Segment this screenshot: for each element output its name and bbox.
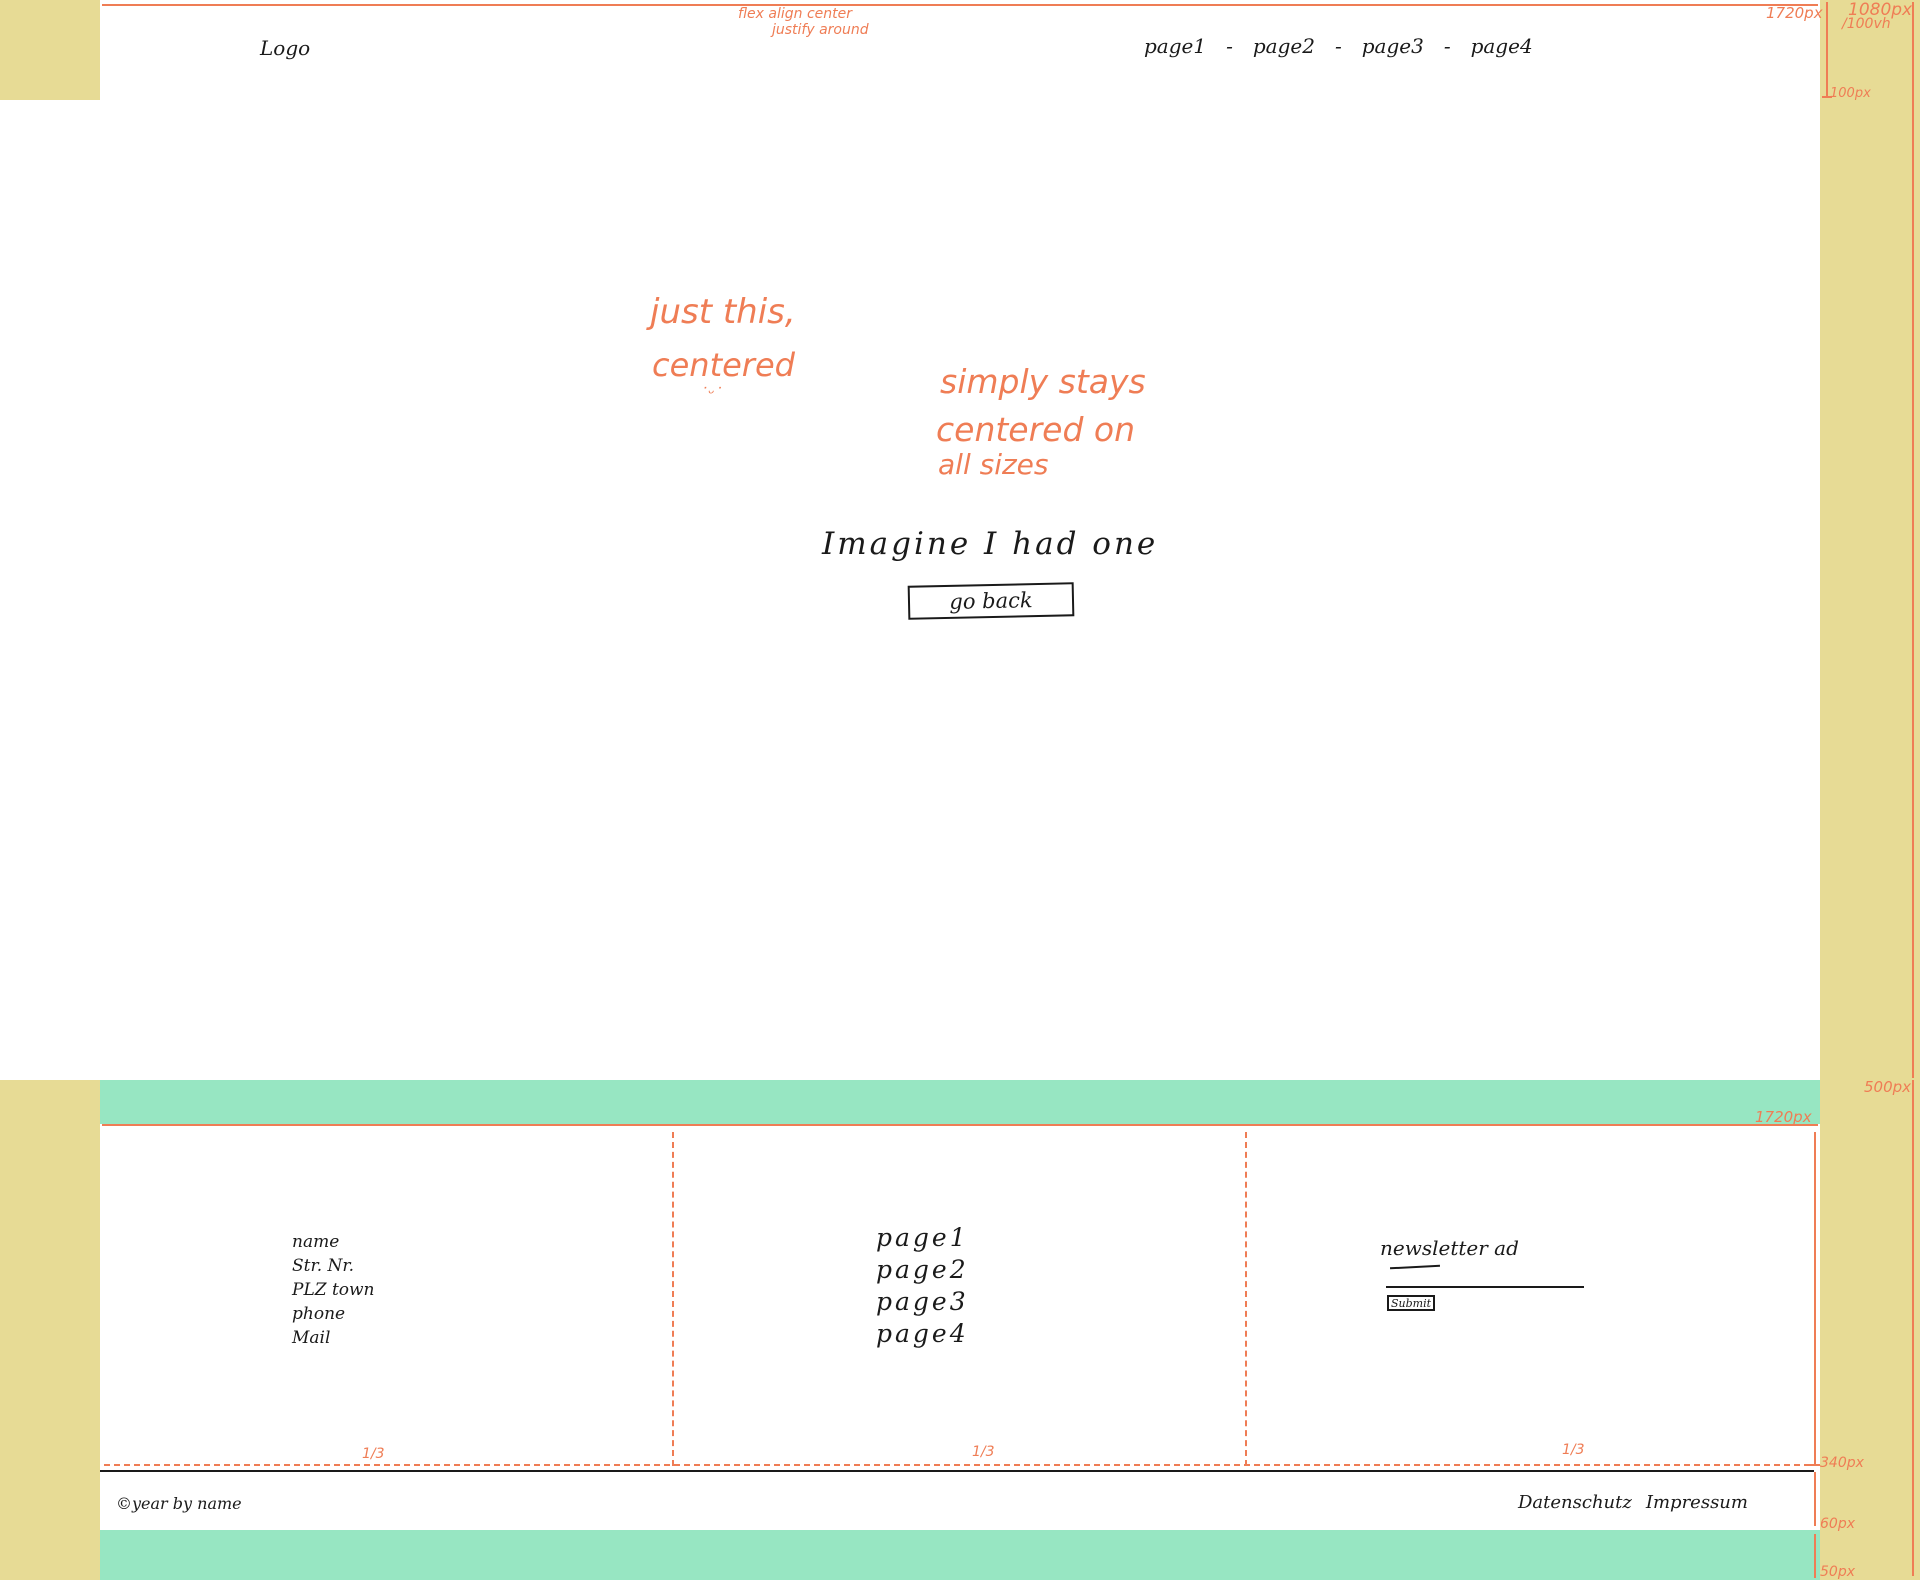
footer-link-page3[interactable]: page3 bbox=[876, 1287, 969, 1316]
nav-separator: - bbox=[1334, 34, 1342, 58]
note-smiley: ˙ᵕ˙ bbox=[700, 384, 723, 403]
go-back-button[interactable]: go back bbox=[907, 582, 1075, 620]
link-impressum[interactable]: Impressum bbox=[1645, 1492, 1748, 1513]
copyright: ©year by name bbox=[116, 1494, 242, 1513]
viewport-height-sub: /100vh bbox=[1842, 16, 1891, 32]
nav-separator: - bbox=[1226, 34, 1233, 58]
footer-bottom-margin-label: 50px bbox=[1820, 1564, 1855, 1580]
submit-button[interactable]: Submit bbox=[1387, 1295, 1435, 1311]
footer-content-height-tick bbox=[1810, 1464, 1820, 1466]
footer-link-page4[interactable]: page4 bbox=[876, 1319, 969, 1348]
note-justify-around: justify around bbox=[772, 22, 869, 38]
third-label-1: 1/3 bbox=[362, 1446, 385, 1462]
footer-link-page1[interactable]: page1 bbox=[876, 1223, 969, 1252]
note-just-this: just this, bbox=[650, 292, 796, 332]
address-list: name Str. Nr. PLZ town phone Mail bbox=[292, 1230, 375, 1350]
note-centered: centered bbox=[652, 346, 795, 384]
footer-top-band bbox=[100, 1080, 1820, 1124]
footer-width-label: 1720px bbox=[1755, 1108, 1812, 1126]
header-width-label: 1720px bbox=[1766, 4, 1823, 22]
note-flex-align: flex align center bbox=[738, 6, 853, 22]
link-datenschutz[interactable]: Datenschutz bbox=[1518, 1492, 1632, 1513]
address-town: PLZ town bbox=[292, 1280, 375, 1300]
header-nav: page1 - page2 - page3 - page4 bbox=[1144, 34, 1533, 58]
address-street: Str. Nr. bbox=[292, 1256, 355, 1276]
nav-separator: - bbox=[1443, 34, 1451, 58]
column-divider-2 bbox=[1245, 1132, 1247, 1466]
footer-link-page2[interactable]: page2 bbox=[876, 1255, 969, 1284]
viewport-height-label: 1080px bbox=[1848, 0, 1913, 20]
address-phone: phone bbox=[292, 1304, 346, 1324]
note-stays-line3: all sizes bbox=[938, 448, 1049, 481]
footer-bottom-band bbox=[100, 1530, 1820, 1580]
nav-item-page4[interactable]: page4 bbox=[1470, 34, 1533, 58]
footer-total-height-label: 500px bbox=[1864, 1078, 1912, 1096]
address-mail: Mail bbox=[292, 1328, 331, 1348]
right-margin-viewport bbox=[1820, 0, 1920, 1080]
header-width-line bbox=[102, 4, 1818, 6]
header-height-line bbox=[1826, 2, 1828, 98]
note-stays-line2: centered on bbox=[936, 410, 1136, 449]
footer-content-height-label: 340px bbox=[1820, 1455, 1864, 1471]
footer-width-line bbox=[102, 1124, 1818, 1126]
footer-bottom-margin-line bbox=[1814, 1534, 1816, 1578]
newsletter-squiggle bbox=[1389, 1264, 1441, 1270]
nav-item-page1[interactable]: page1 bbox=[1144, 34, 1207, 58]
left-margin-top bbox=[0, 0, 100, 100]
column-divider-1 bbox=[672, 1132, 674, 1466]
newsletter-email-input[interactable] bbox=[1386, 1286, 1584, 1288]
footer-page-links: page1 page2 page3 page4 bbox=[876, 1222, 969, 1350]
logo[interactable]: Logo bbox=[260, 36, 311, 60]
footer-bar-height-line bbox=[1814, 1472, 1816, 1526]
address-name: name bbox=[292, 1232, 340, 1252]
third-label-3: 1/3 bbox=[1562, 1442, 1585, 1458]
header-height-tick bbox=[1822, 96, 1832, 98]
note-stays-line1: simply stays bbox=[940, 362, 1146, 401]
newsletter-ad: newsletter ad bbox=[1380, 1236, 1519, 1260]
third-label-2: 1/3 bbox=[972, 1444, 995, 1460]
bottom-bar-divider bbox=[100, 1470, 1814, 1472]
nav-item-page2[interactable]: page2 bbox=[1252, 34, 1315, 58]
nav-item-page3[interactable]: page3 bbox=[1361, 34, 1424, 58]
left-margin-footer bbox=[0, 1080, 100, 1580]
legal-links: Datenschutz Impressum bbox=[1518, 1492, 1748, 1513]
header-height-label: 100px bbox=[1830, 86, 1871, 101]
footer-bar-height-label: 60px bbox=[1820, 1516, 1855, 1532]
footer-total-height-line bbox=[1912, 1080, 1914, 1576]
footer-content-height-line bbox=[1814, 1132, 1816, 1466]
third-measure-line bbox=[104, 1464, 1810, 1466]
right-margin-footer bbox=[1820, 1080, 1920, 1580]
centered-message: Imagine I had one bbox=[822, 526, 1159, 562]
viewport-height-line bbox=[1912, 2, 1914, 1078]
